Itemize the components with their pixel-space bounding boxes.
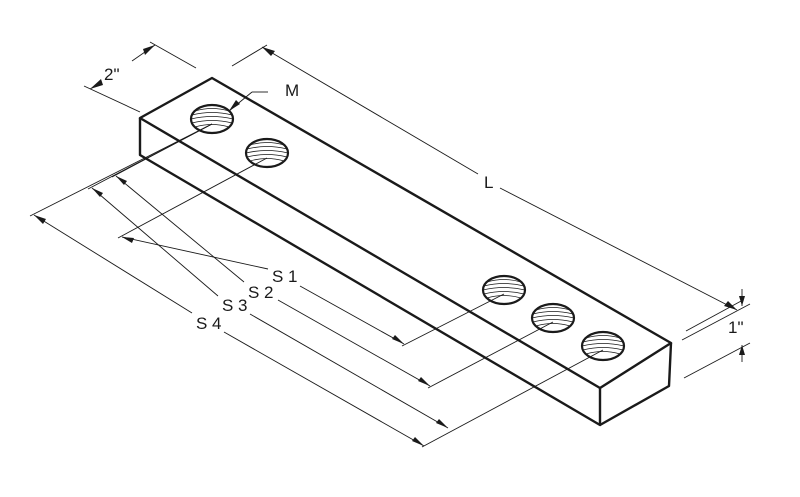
spacing-extensions bbox=[29, 123, 604, 448]
s1-label: S 1 bbox=[272, 267, 298, 286]
s2-dimension: S 2 bbox=[115, 175, 431, 387]
s3-dimension: S 3 bbox=[91, 187, 449, 429]
hole-5 bbox=[580, 330, 626, 362]
width-label: 2" bbox=[104, 65, 120, 84]
bar-block bbox=[138, 76, 673, 427]
length-label: L bbox=[484, 173, 493, 192]
hole-3 bbox=[481, 274, 527, 306]
s1-dimension: S 1 bbox=[121, 236, 405, 345]
hole-label: M bbox=[285, 81, 299, 100]
height-dimension: 1" bbox=[681, 289, 751, 379]
hole-1 bbox=[189, 103, 235, 135]
length-dimension: L bbox=[231, 44, 744, 332]
height-label: 1" bbox=[728, 318, 744, 337]
s3-label: S 3 bbox=[222, 296, 248, 315]
hole-4 bbox=[530, 302, 576, 334]
end-face bbox=[599, 342, 673, 427]
width-dimension: 2" bbox=[83, 41, 197, 113]
s4-dimension: S 4 bbox=[33, 214, 425, 447]
holes bbox=[189, 103, 626, 362]
hole-2 bbox=[244, 137, 290, 169]
s4-label: S 4 bbox=[196, 314, 222, 333]
s2-label: S 2 bbox=[248, 283, 274, 302]
front-face bbox=[138, 118, 602, 427]
hole-callout: M bbox=[228, 81, 299, 112]
